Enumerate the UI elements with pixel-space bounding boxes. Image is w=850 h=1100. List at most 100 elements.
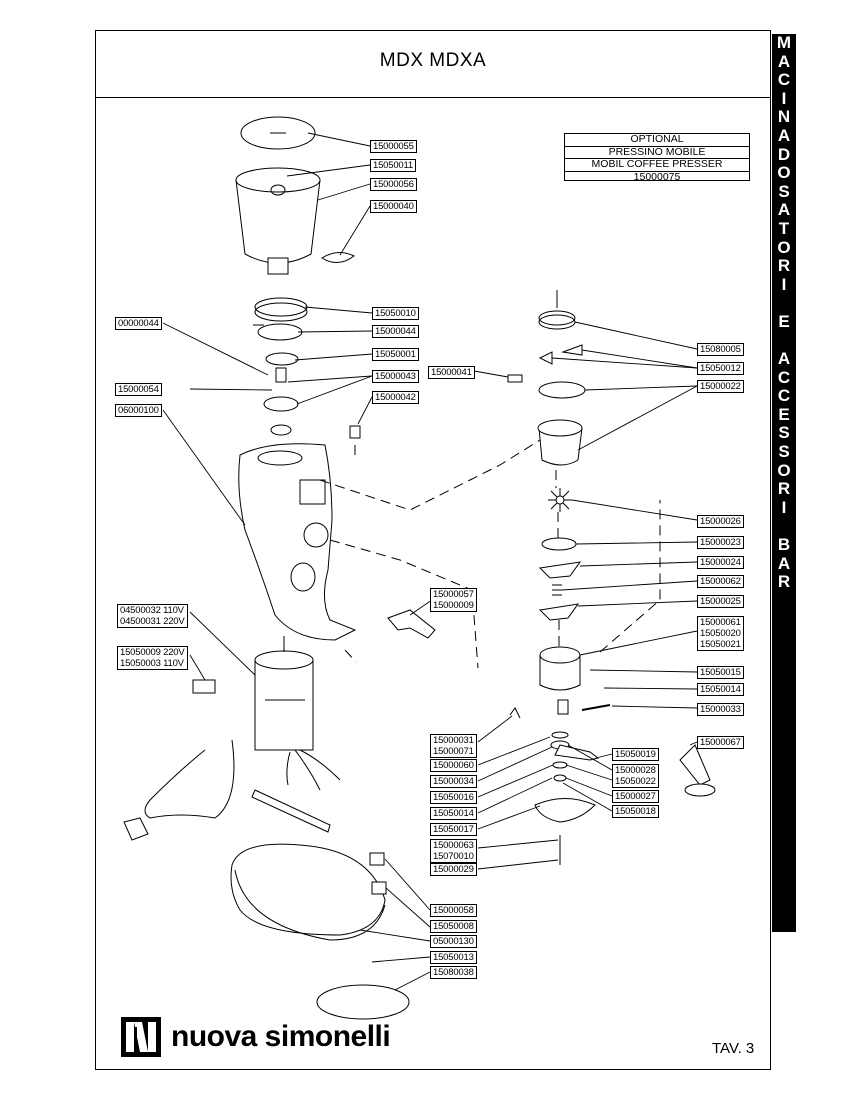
part-label: 15000043	[372, 370, 419, 383]
sheet-number: TAV. 3	[712, 1040, 755, 1057]
part-label-group: 15000028 15050022	[612, 764, 659, 788]
part-label: 15000040	[370, 200, 417, 213]
part-label: 15000062	[697, 575, 744, 588]
side-strip-letter: S	[778, 181, 790, 201]
doser-ring	[539, 655, 581, 691]
side-strip-letter: R	[777, 479, 791, 499]
side-strip-letter: I	[781, 88, 787, 108]
optional-box: OPTIONAL PRESSINO MOBILE MOBIL COFFEE PR…	[564, 133, 750, 183]
part-label: 15050003 110V	[120, 658, 184, 669]
hopper-slide	[321, 252, 355, 263]
part-label: 15000026	[697, 515, 744, 528]
page-title: MDX MDXA	[379, 50, 487, 71]
side-strip-letter: D	[777, 144, 791, 164]
part-label: 15050017	[430, 823, 477, 836]
grinder-body	[238, 443, 357, 641]
optional-presser	[679, 744, 711, 786]
part-label: 15050001	[372, 348, 419, 361]
doser-chamber	[538, 427, 583, 466]
part-label-group: 15000057 15000009	[430, 588, 477, 612]
part-label: 15000029	[430, 863, 477, 876]
part-label: 04500031 220V	[120, 616, 185, 627]
side-strip-letter: E	[778, 311, 790, 331]
part-label: 15000041	[428, 366, 475, 379]
power-cord	[144, 739, 235, 819]
side-strip-letter: C	[777, 70, 791, 90]
side-strip-letter: I	[781, 274, 787, 294]
base	[230, 843, 386, 936]
optional-line-italian: PRESSINO MOBILE	[565, 146, 749, 159]
part-label: 15000054	[115, 383, 162, 396]
part-label: 15070010	[433, 851, 474, 862]
doser-star	[548, 488, 572, 512]
side-strip-letter: O	[777, 163, 791, 183]
tamper-disk	[534, 798, 596, 823]
part-label: 00000044	[115, 317, 162, 330]
doser-lid	[538, 310, 576, 326]
part-label: 15000055	[370, 140, 417, 153]
part-label: 15000023	[697, 536, 744, 549]
part-label-group: 15050009 220V 15050003 110V	[117, 646, 188, 670]
part-label: 15000024	[697, 556, 744, 569]
motor	[254, 659, 314, 751]
part-label: 04500032 110V	[120, 605, 184, 616]
part-label: 15000025	[697, 595, 744, 608]
part-label: 15050021	[700, 639, 741, 650]
side-strip-letter: R	[777, 256, 791, 276]
part-label: 15050010	[372, 307, 419, 320]
brand-name: nuova simonelli	[171, 1020, 391, 1053]
part-label: 15080005	[697, 343, 744, 356]
title-bar	[95, 30, 771, 98]
side-strip-letter: S	[778, 423, 790, 443]
optional-label: OPTIONAL	[565, 134, 749, 147]
side-strip-letter: A	[777, 51, 791, 71]
brand-logo: nuova simonelli	[121, 1017, 391, 1057]
part-label: 15000031	[433, 735, 474, 746]
part-label: 05000130	[430, 935, 477, 948]
part-label: 15000028	[615, 765, 656, 776]
part-label: 15000061	[700, 617, 741, 628]
part-label-group: 04500032 110V 04500031 220V	[117, 604, 188, 628]
side-strip-letter: O	[777, 237, 791, 257]
part-label: 15050008	[430, 920, 477, 933]
knob	[349, 425, 361, 439]
doser-cover	[538, 381, 586, 399]
part-label: 15000071	[433, 746, 474, 757]
part-label: 15050014	[697, 683, 744, 696]
optional-line-english: MOBIL COFFEE PRESSER	[565, 159, 749, 172]
side-strip-letter: A	[777, 553, 791, 573]
part-label: 15000044	[372, 325, 419, 338]
burr-ring	[263, 396, 299, 412]
part-label: 15050016	[430, 791, 477, 804]
part-label-group: 15000061 15050020 15050021	[697, 616, 744, 651]
part-label: 15080038	[430, 966, 477, 979]
side-strip-letter: N	[777, 107, 791, 127]
bracket-bar	[251, 789, 331, 833]
side-strip-letter: R	[777, 572, 791, 592]
optional-part-number: 15000075	[633, 170, 681, 183]
side-strip-letter: A	[777, 125, 791, 145]
brand-mark-icon	[121, 1017, 161, 1057]
part-label: 15000057	[433, 589, 474, 600]
part-label: 15000034	[430, 775, 477, 788]
capacitor	[192, 679, 216, 694]
side-strip-letter: S	[778, 442, 790, 462]
side-strip-letter: A	[777, 349, 791, 369]
part-label: 06000100	[115, 404, 162, 417]
part-label: 15000022	[697, 380, 744, 393]
part-label: 15000009	[433, 600, 474, 611]
part-label: 15050019	[612, 748, 659, 761]
part-label: 15000033	[697, 703, 744, 716]
side-strip-letter: C	[777, 367, 791, 387]
part-label: 15000042	[372, 391, 419, 404]
side-strip-letter: C	[777, 386, 791, 406]
part-label: 15050009 220V	[120, 647, 185, 658]
part-label-group: 15000063 15070010	[430, 839, 477, 863]
part-label: 15000058	[430, 904, 477, 917]
part-label: 15050011	[370, 159, 416, 172]
side-strip-letter: B	[777, 535, 791, 555]
adjust-ring	[254, 297, 308, 317]
part-label: 15050022	[615, 776, 656, 787]
